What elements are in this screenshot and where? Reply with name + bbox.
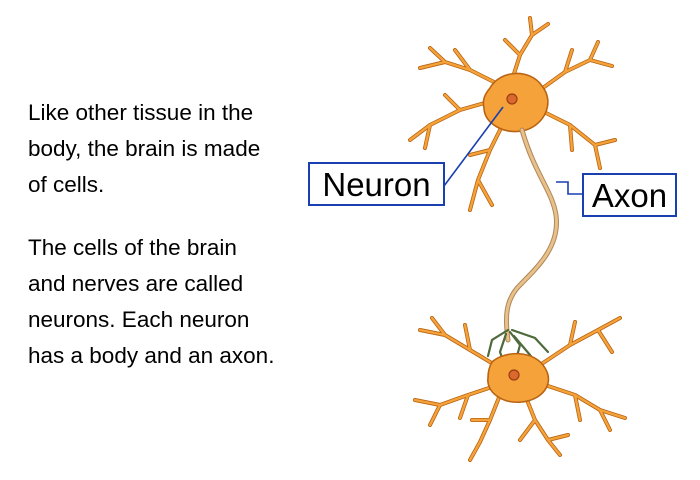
label-leaders xyxy=(443,106,582,195)
axon xyxy=(504,127,559,343)
intro-line-1: Like other tissue in the xyxy=(28,100,254,125)
neuron-line-3: neurons. Each neuron xyxy=(28,307,250,332)
upper-neuron xyxy=(408,16,617,212)
axon-label: Axon xyxy=(582,173,677,217)
neuron-leader-line xyxy=(443,106,504,187)
lower-neuron xyxy=(413,316,627,462)
axon-leader-line xyxy=(556,181,582,195)
neuron-line-2: and nerves are called xyxy=(28,271,244,296)
neuron-line-4: has a body and an axon. xyxy=(28,343,275,368)
neuron-paragraph: The cells of the brain and nerves are ca… xyxy=(28,230,274,374)
neuron-label: Neuron xyxy=(308,162,445,206)
intro-paragraph: Like other tissue in the body, the brain… xyxy=(28,95,260,203)
neuron-line-1: The cells of the brain xyxy=(28,235,237,260)
lower-nucleus xyxy=(508,369,520,381)
intro-line-3: of cells. xyxy=(28,172,105,197)
intro-line-2: body, the brain is made xyxy=(28,136,261,161)
upper-nucleus xyxy=(506,93,518,105)
